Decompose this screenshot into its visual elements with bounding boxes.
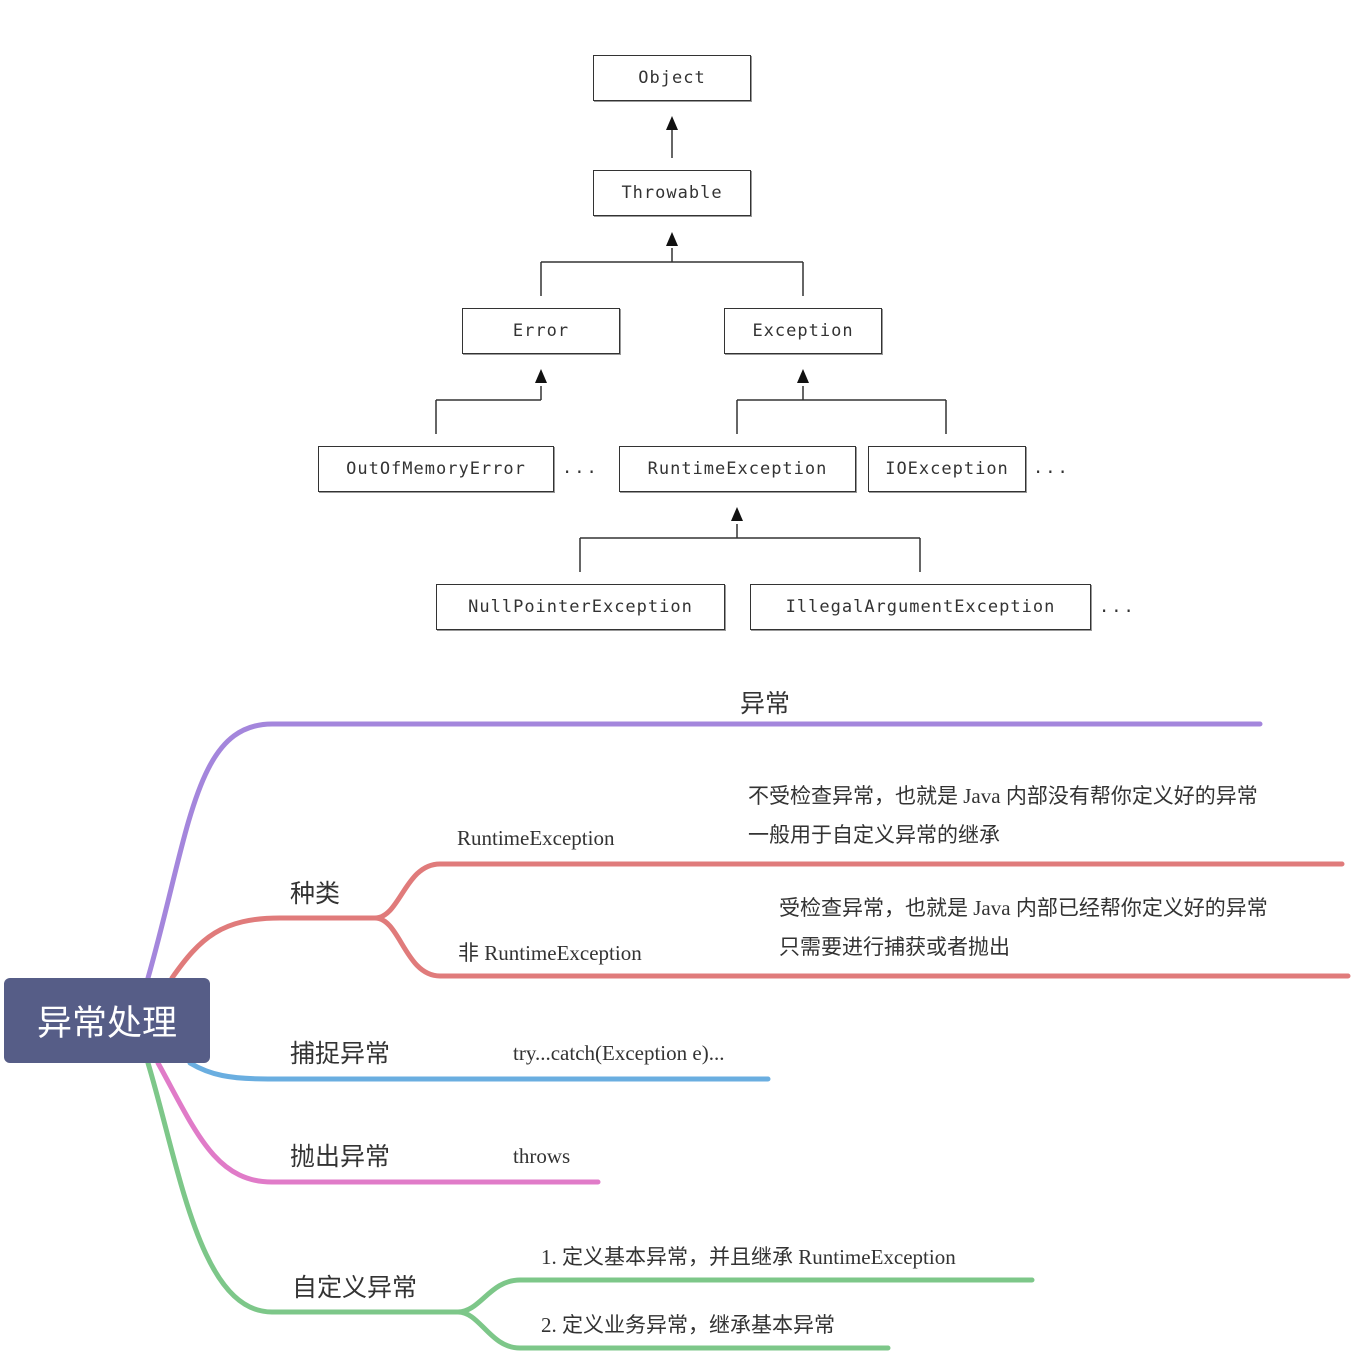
node-io-exception: IOException: [868, 446, 1026, 492]
topic-custom: 自定义异常: [292, 1275, 418, 1302]
topic-runtime-exception: RuntimeException: [457, 826, 615, 850]
ellipsis-runtime: ...: [1099, 597, 1136, 617]
topic-non-runtime-exception: 非 RuntimeException: [458, 941, 642, 965]
node-object: Object: [593, 55, 751, 101]
branch-catch: [187, 1060, 771, 1082]
ellipsis-exception: ...: [1033, 458, 1070, 478]
detail-throw: throws: [513, 1144, 571, 1168]
branch-custom-step1: [455, 1277, 1035, 1315]
detail-catch: try...catch(Exception e)...: [513, 1041, 725, 1065]
topic-catch: 捕捉异常: [290, 1041, 391, 1068]
note-non-runtime-line2: 只需要进行捕获或者抛出: [779, 935, 1010, 959]
note-runtime-line2: 一般用于自定义异常的继承: [748, 823, 1000, 847]
hierarchy-connectors: [435, 116, 947, 572]
ellipsis-error: ...: [562, 458, 599, 478]
arrowhead-icon: [731, 507, 743, 521]
node-out-of-memory-error: OutOfMemoryError: [318, 446, 554, 492]
note-runtime-line1: 不受检查异常，也就是 Java 内部没有帮你定义好的异常: [748, 784, 1258, 808]
custom-step2: 2. 定义业务异常，继承基本异常: [541, 1313, 835, 1337]
note-non-runtime-line1: 受检查异常，也就是 Java 内部已经帮你定义好的异常: [779, 896, 1268, 920]
topic-throw: 抛出异常: [290, 1144, 391, 1171]
branch-throw: [155, 1060, 601, 1185]
arrowhead-icon: [666, 232, 678, 246]
arrowhead-icon: [797, 369, 809, 383]
node-error: Error: [462, 308, 620, 354]
node-illegal-argument-exception: IllegalArgumentException: [750, 584, 1091, 630]
arrowhead-icon: [535, 369, 547, 383]
node-exception: Exception: [724, 308, 882, 354]
branch-custom-step2: [455, 1309, 891, 1351]
topic-exception: 异常: [740, 691, 791, 718]
node-runtime-exception: RuntimeException: [619, 446, 856, 492]
arrowhead-icon: [666, 116, 678, 130]
topic-kinds: 种类: [290, 881, 341, 908]
branch-non-runtime: [372, 915, 1351, 979]
branch-exception: [145, 721, 1263, 981]
node-throwable: Throwable: [593, 170, 751, 216]
root-node: 异常处理: [4, 978, 210, 1063]
node-null-pointer-exception: NullPointerException: [436, 584, 725, 630]
custom-step1: 1. 定义基本异常，并且继承 RuntimeException: [541, 1245, 956, 1269]
branch-runtime: [372, 861, 1345, 921]
branch-custom: [145, 1060, 461, 1315]
branch-kinds: [169, 915, 378, 981]
